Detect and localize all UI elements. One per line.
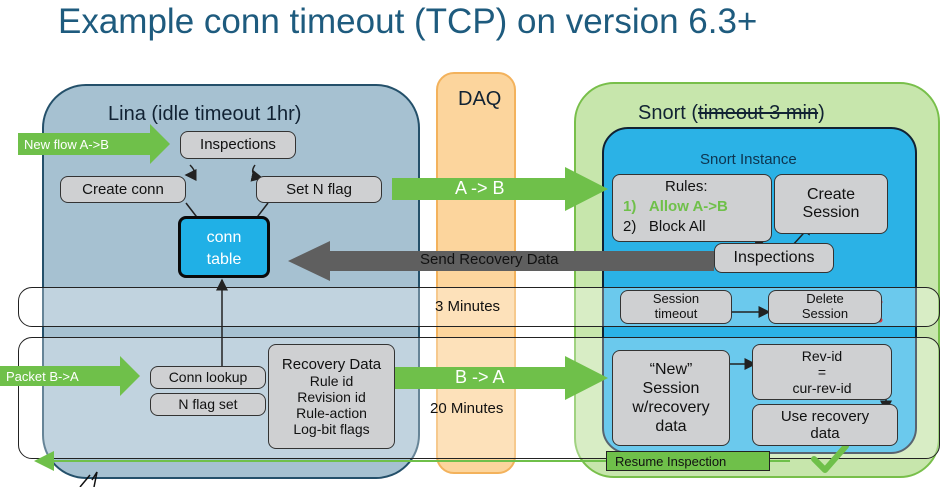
snort-title-prefix: Snort ( [638, 102, 699, 124]
rule-1-text: Allow A->B [648, 198, 728, 215]
new-session-line: w/recovery [632, 399, 710, 416]
page-title: Example conn timeout (TCP) on version 6.… [58, 2, 758, 41]
three-minutes-label: 3 Minutes [435, 298, 501, 315]
use-recovery-line2: data [810, 425, 840, 442]
conn-table-box: conn table [178, 216, 270, 278]
use-recovery-line1: Use recovery [780, 407, 870, 425]
rules-box: Rules: 1) Allow A->B 2) Block All [612, 174, 772, 242]
use-recovery-box: Use recovery data [752, 404, 898, 446]
create-session-line1: Create [806, 185, 856, 203]
new-flow-tag: New flow A->B [18, 133, 150, 155]
a-to-b-label: A -> B [455, 178, 505, 198]
twenty-minutes-label: 20 Minutes [430, 400, 504, 417]
delete-session-line2: Session [801, 306, 849, 321]
lina-title: Lina (idle timeout 1hr) [108, 103, 302, 125]
session-timeout-line2: timeout [654, 306, 698, 321]
recovery-line: Rule id [309, 372, 354, 389]
recovery-data-box: Recovery Data Rule id Revision id Rule-a… [268, 344, 395, 449]
rev-id-line: cur-rev-id [792, 380, 852, 397]
daq-title: DAQ [458, 88, 502, 110]
snort-title-struck: timeout 3 min [698, 102, 819, 124]
new-session-line: Session [642, 379, 700, 397]
recovery-line: Rule-action [296, 405, 367, 422]
create-session-line2: Session [802, 204, 860, 221]
rev-id-line: = [817, 363, 827, 380]
recovery-line: Log-bit flags [293, 421, 370, 438]
new-session-line: data [655, 418, 687, 436]
rule-2-num: 2) [623, 218, 637, 235]
rev-id-box: Rev-id = cur-rev-id [752, 344, 892, 400]
set-n-flag-box: Set N flag [256, 176, 382, 203]
conn-lookup-box: Conn lookup [150, 366, 266, 389]
snort-title: Snort (timeout 3 min) [638, 102, 825, 125]
session-timeout-box: Session timeout [620, 290, 732, 324]
n-flag-set-box: N flag set [150, 393, 266, 416]
rule-1-num: 1) [623, 198, 637, 215]
rule-2-text: Block All [648, 218, 706, 235]
rule-1: 1) Allow A->B [623, 197, 771, 217]
rule-2: 2) Block All [623, 217, 771, 237]
recovery-line: Revision id [297, 389, 366, 406]
conn-table-line2: table [206, 251, 242, 268]
resume-inspection-tag: Resume Inspection [606, 451, 770, 471]
conn-table-line1: conn [206, 229, 242, 246]
delete-session-box: Delete Session [768, 290, 882, 324]
new-session-box: “New” Session w/recovery data [612, 350, 730, 446]
snort-instance-title: Snort Instance [700, 151, 797, 168]
snort-title-suffix: ) [818, 102, 825, 124]
snort-inspections-box: Inspections [714, 243, 834, 273]
b-to-a-label: B -> A [455, 367, 505, 387]
create-session-box: Create Session [774, 174, 888, 234]
inspections-box: Inspections [180, 131, 296, 159]
packet-tag: Packet B->A [0, 366, 122, 386]
recovery-title: Recovery Data [281, 355, 382, 373]
send-recovery-label: Send Recovery Data [420, 251, 559, 268]
session-timeout-line1: Session [652, 291, 700, 307]
create-conn-box: Create conn [60, 176, 186, 203]
delete-session-line1: Delete [806, 291, 844, 307]
rules-title: Rules: [665, 178, 708, 195]
new-session-line: “New” [649, 360, 693, 378]
rev-id-line: Rev-id [801, 347, 843, 364]
